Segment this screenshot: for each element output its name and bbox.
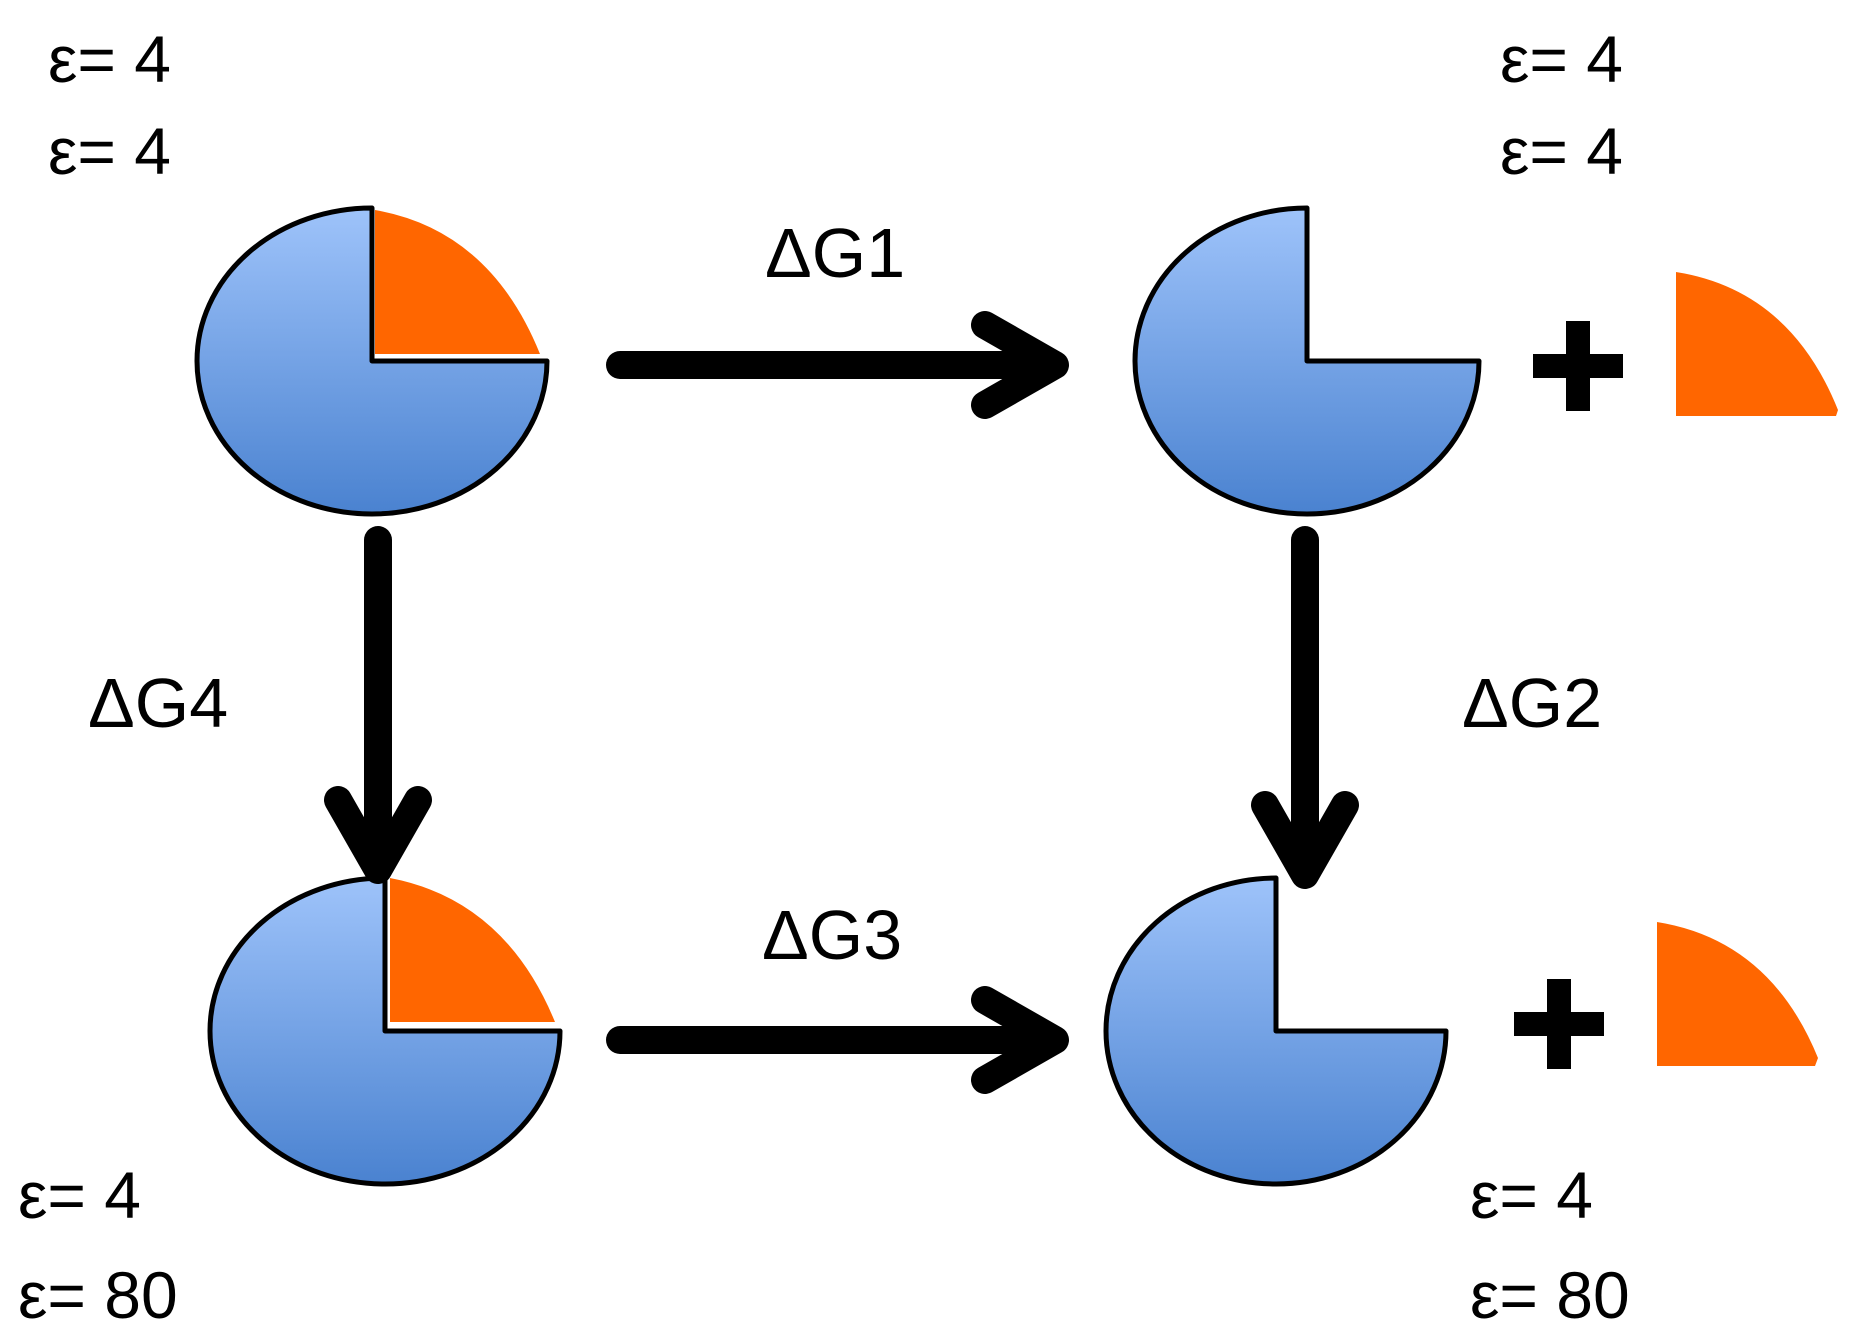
complex-gas-node bbox=[194, 205, 550, 517]
complex-gas-eps-1: ε= 4 bbox=[48, 22, 172, 96]
separated-gas-node bbox=[1132, 205, 1838, 517]
arrow-dg4 bbox=[324, 526, 432, 884]
plus-icon bbox=[1533, 321, 1623, 411]
complex-solvent-node bbox=[207, 875, 563, 1187]
dg2-label: ΔG2 bbox=[1462, 664, 1603, 742]
ligand-shape bbox=[1657, 922, 1818, 1066]
separated-gas-eps-1: ε= 4 bbox=[1500, 22, 1624, 96]
dg4-label: ΔG4 bbox=[88, 664, 229, 742]
ligand-shape bbox=[390, 878, 555, 1022]
separated-solvent-eps-1: ε= 4 bbox=[1470, 1158, 1594, 1232]
ligand-shape bbox=[1676, 272, 1838, 416]
protein-shape bbox=[1132, 205, 1482, 517]
complex-gas-eps-2: ε= 4 bbox=[48, 114, 172, 188]
separated-gas-eps-2: ε= 4 bbox=[1500, 114, 1624, 188]
dg1-label: ΔG1 bbox=[765, 214, 906, 292]
arrow-dg1 bbox=[606, 311, 1069, 419]
protein-shape bbox=[1103, 875, 1449, 1187]
protein-shape bbox=[194, 205, 550, 517]
complex-solvent-eps-2: ε= 80 bbox=[18, 1258, 178, 1332]
separated-solvent-node bbox=[1103, 875, 1818, 1187]
arrow-dg2 bbox=[1251, 526, 1359, 889]
plus-icon bbox=[1514, 979, 1604, 1069]
complex-solvent-eps-1: ε= 4 bbox=[18, 1158, 142, 1232]
dg3-label: ΔG3 bbox=[762, 896, 903, 974]
protein-shape bbox=[207, 875, 563, 1187]
separated-solvent-eps-2: ε= 80 bbox=[1470, 1258, 1630, 1332]
arrow-dg3 bbox=[606, 986, 1069, 1094]
ligand-shape bbox=[375, 210, 540, 354]
